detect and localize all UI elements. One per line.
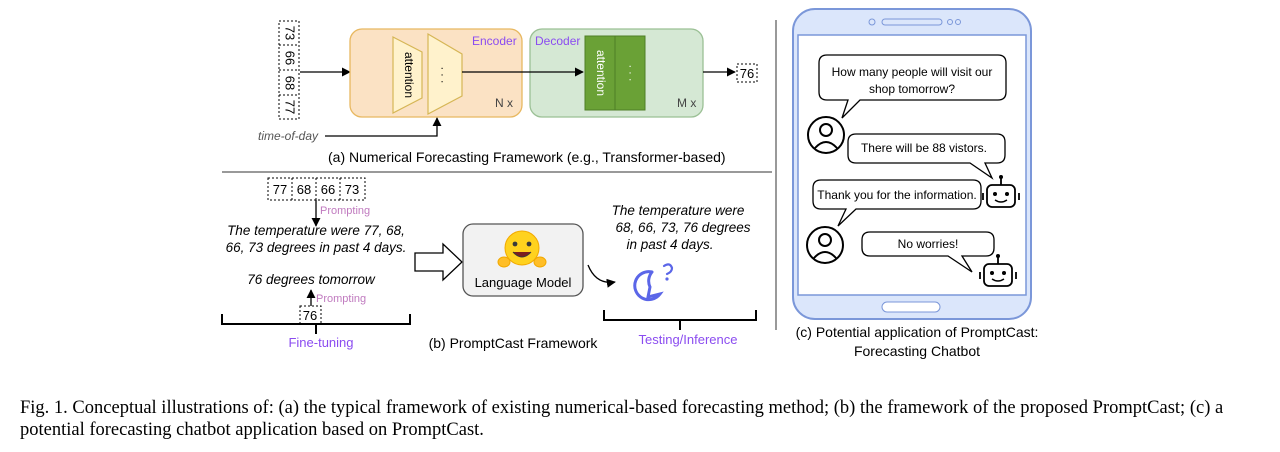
- input-value-a: 73: [283, 26, 298, 40]
- target-value: 76: [303, 308, 317, 323]
- input-value-b: 73: [345, 182, 359, 197]
- target-prompt: 76 degrees tomorrow: [247, 272, 376, 287]
- input-sequence-a: 73 66 68 77: [278, 20, 300, 120]
- panel-a-caption: (a) Numerical Forecasting Framework (e.g…: [328, 149, 726, 165]
- chat-bubble-icon: [633, 263, 674, 302]
- robot-icon: [979, 254, 1017, 287]
- output-box-a: [736, 63, 758, 83]
- encoder-repeat-label: N x: [495, 96, 513, 110]
- chat-message-bot: No worries!: [861, 231, 995, 273]
- decoder-repeat-label: M x: [677, 96, 696, 110]
- panel-c-caption: (c) Potential application of PromptCast:: [796, 324, 1039, 340]
- time-of-day-label: time-of-day: [258, 129, 319, 143]
- prompting-label: Prompting: [320, 205, 370, 217]
- figure-caption: Fig. 1. Conceptual illustrations of: (a)…: [20, 398, 1224, 440]
- decoder-attention-block: [584, 35, 616, 111]
- panel-b: 77 68 66 73 Prompting The temperature we…: [221, 177, 757, 351]
- feedforward-block: [427, 32, 463, 115]
- test-prompt-line: The temperature were: [612, 203, 745, 218]
- decoder-label: Decoder: [535, 34, 580, 48]
- hugging-face-emoji-icon: [497, 230, 547, 268]
- message-text: There will be 88 vistors.: [861, 141, 987, 155]
- phone-home-button[interactable]: [881, 301, 941, 313]
- phone-sensor: [955, 19, 961, 25]
- figure-canvas: 73 66 68 77 Encoder N x attention · · · …: [221, 8, 1039, 359]
- message-text: How many people will visit our: [832, 65, 993, 79]
- message-text: shop tomorrow?: [869, 82, 955, 96]
- user-avatar-icon: [807, 116, 845, 154]
- chat-message-user: How many people will visit our shop tomo…: [818, 54, 1007, 119]
- testing-label: Testing/Inference: [638, 332, 737, 347]
- input-prompt-line: The temperature were 77, 68,: [227, 223, 405, 238]
- language-model-label: Language Model: [475, 275, 572, 290]
- fine-tuning-label: Fine-tuning: [288, 335, 353, 350]
- ellipsis: · · ·: [436, 66, 448, 83]
- output-value-a: 76: [740, 66, 754, 81]
- panel-c-caption: Forecasting Chatbot: [854, 343, 980, 359]
- robot-icon: [982, 175, 1020, 208]
- test-prompt-line: in past 4 days.: [626, 237, 713, 252]
- message-text: No worries!: [898, 237, 959, 251]
- decoder-ff-block: [614, 35, 646, 111]
- decoder-ellipsis: · · ·: [624, 64, 636, 81]
- chat-message-bot: There will be 88 vistors.: [847, 133, 1006, 180]
- attention-label: attention: [402, 52, 416, 98]
- testing-bracket: [603, 310, 757, 330]
- attention-block: [392, 36, 423, 114]
- phone-sensor: [947, 19, 953, 25]
- input-arrow: [414, 242, 463, 282]
- input-value-b: 66: [321, 182, 335, 197]
- input-value-a: 66: [283, 51, 298, 65]
- input-prompt-line: 66, 73 degrees in past 4 days.: [226, 240, 407, 255]
- decoder-attention-label: attention: [594, 50, 608, 96]
- chat-message-user: Thank you for the information.: [812, 179, 982, 227]
- test-prompt-line: 68, 66, 73, 76 degrees: [615, 220, 750, 235]
- input-sequence-b: 77 68 66 73: [267, 177, 366, 201]
- user-avatar-icon: [806, 226, 844, 264]
- panel-c: How many people will visit our shop tomo…: [792, 8, 1039, 359]
- input-value-a: 68: [283, 76, 298, 90]
- input-value-b: 68: [297, 182, 311, 197]
- panel-a: 73 66 68 77 Encoder N x attention · · · …: [258, 20, 758, 165]
- input-value-a: 77: [283, 100, 298, 114]
- phone-camera: [868, 18, 876, 26]
- encoder-label: Encoder: [472, 34, 517, 48]
- panel-b-caption: (b) PromptCast Framework: [429, 335, 599, 351]
- prompting-label: Prompting: [316, 293, 366, 305]
- fine-tuning-bracket: [221, 314, 411, 334]
- phone-speaker: [881, 18, 943, 26]
- message-text: Thank you for the information.: [817, 188, 976, 202]
- input-value-b: 77: [273, 182, 287, 197]
